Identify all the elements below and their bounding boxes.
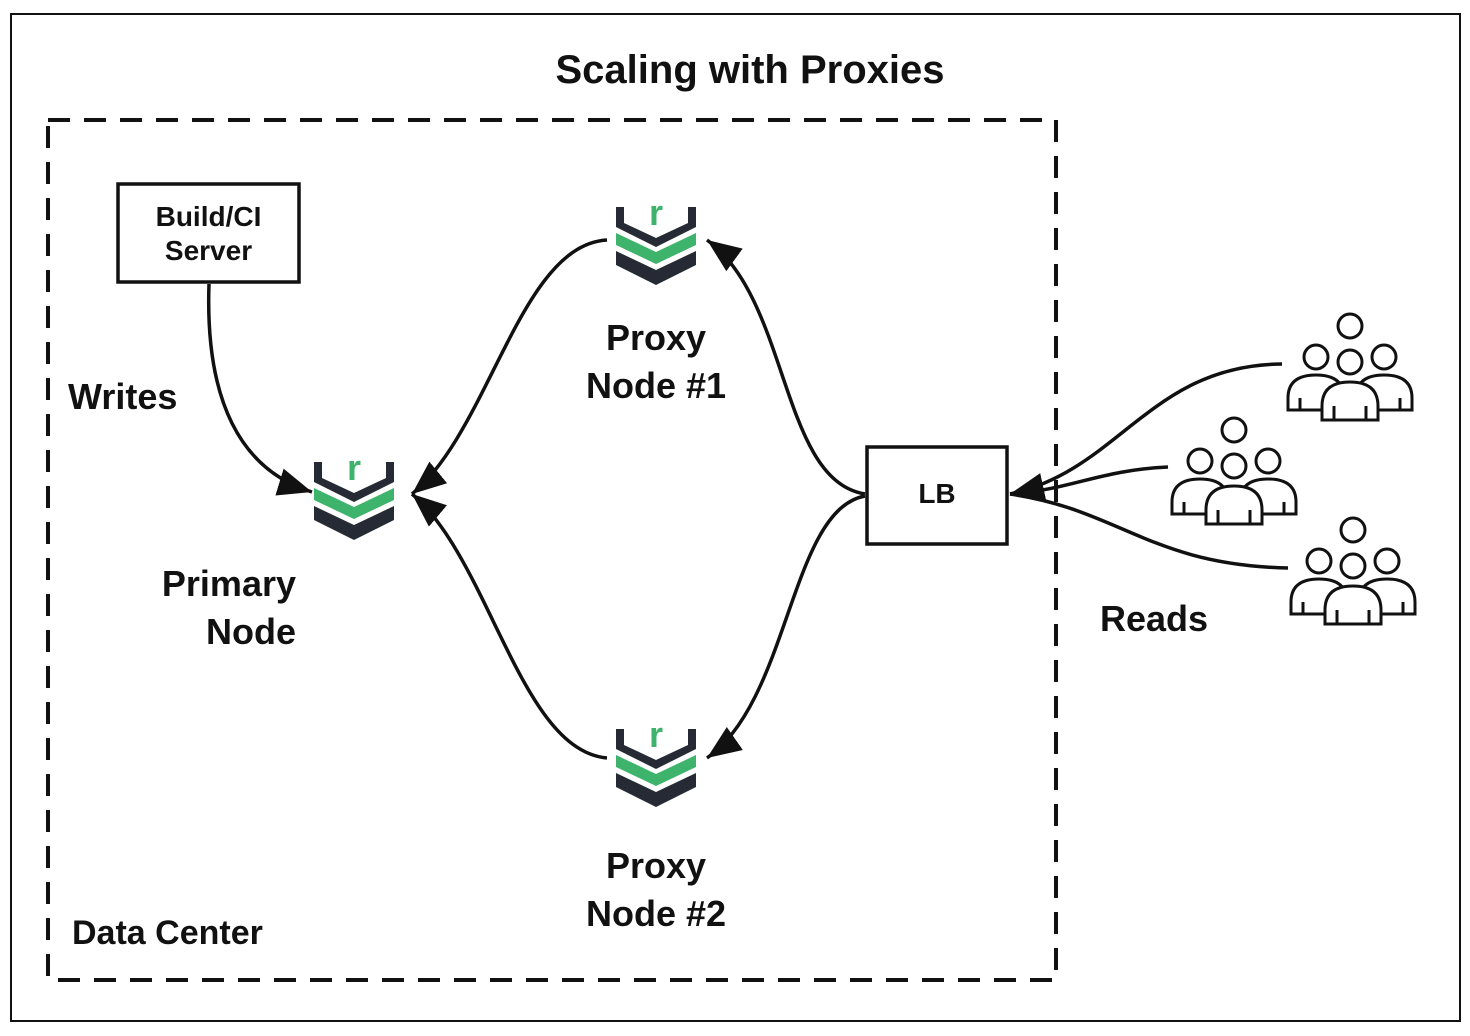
proxy1-to-primary-connector — [410, 238, 608, 496]
proxy-node-1-label-line2: Node #1 — [585, 365, 727, 406]
proxy-node-2-logo-icon: r — [616, 714, 696, 807]
writes-label: Writes — [68, 376, 178, 417]
reads-connector-bottom — [1009, 492, 1289, 570]
user-group-icon — [1170, 416, 1298, 526]
proxy-node-1-logo-icon: r — [616, 192, 696, 285]
svg-text:r: r — [649, 714, 663, 755]
proxy2-to-primary-connector — [410, 492, 608, 760]
build-server-box — [116, 182, 301, 284]
primary-node-label-line1: Primary — [161, 563, 296, 604]
data-center-label: Data Center — [72, 914, 263, 952]
reads-label: Reads — [1100, 598, 1209, 639]
build-server-label: Build/CI Server — [118, 200, 299, 268]
proxy-node-2-label-line1: Proxy — [605, 845, 707, 886]
build-server-label-line1: Build/CI — [155, 201, 262, 232]
writes-connector — [206, 283, 313, 496]
svg-text:r: r — [347, 447, 361, 488]
user-group-icon — [1286, 312, 1414, 422]
build-server-label-line2: Server — [164, 235, 253, 266]
lb-to-proxy2-connector — [705, 494, 866, 760]
proxy-node-2-label-line2: Node #2 — [585, 893, 727, 934]
user-group-icon — [1289, 516, 1417, 626]
primary-node-label: Primary Node — [150, 560, 296, 656]
proxy-node-2-label: Proxy Node #2 — [556, 842, 756, 938]
primary-node-label-line2: Node — [206, 611, 296, 652]
load-balancer-box — [865, 445, 1009, 546]
reads-connector-top — [1009, 362, 1283, 501]
lb-to-proxy1-connector — [705, 238, 866, 496]
proxy-node-1-label: Proxy Node #1 — [556, 314, 756, 410]
svg-text:r: r — [649, 192, 663, 233]
diagram-title: Scaling with Proxies — [555, 48, 945, 92]
reads-connector-middle — [1009, 465, 1169, 496]
load-balancer-label: LB — [918, 478, 956, 509]
primary-node-logo-icon: r — [314, 447, 394, 540]
proxy-node-1-label-line1: Proxy — [605, 317, 707, 358]
data-center-boundary — [46, 118, 1058, 982]
outer-frame — [10, 13, 1461, 1022]
